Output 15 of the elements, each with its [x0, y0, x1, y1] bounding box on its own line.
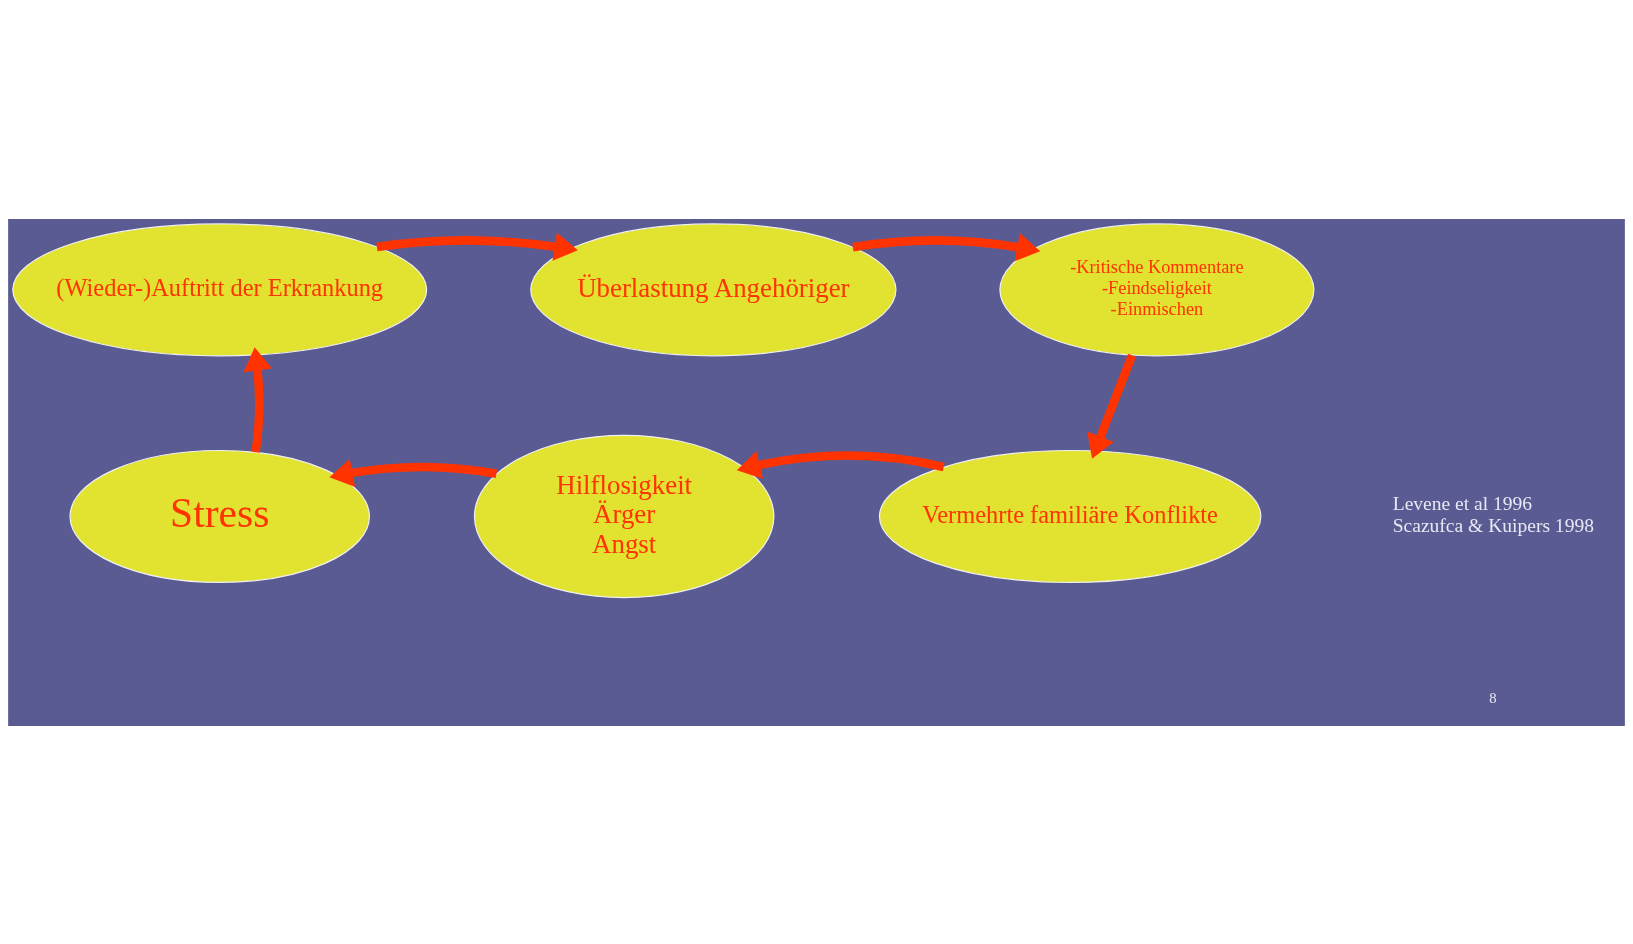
- arrow: [329, 458, 498, 487]
- node-ellipse: Stress: [69, 449, 371, 583]
- label: Levene et al 1996: [1392, 492, 1533, 514]
- node-ellipse: Vermehrte familiäre Konflikte: [878, 449, 1262, 583]
- label: Scazufca & Kuipers 1998: [1392, 514, 1594, 536]
- node-ellipse: (Wieder-)Auftritt der Erkrankung: [12, 222, 428, 356]
- label: 8: [1489, 689, 1497, 706]
- node-ellipse: -Kritische Kommentare -Feindseligkeit -Einmischen: [999, 222, 1315, 356]
- arrow: [1087, 353, 1136, 459]
- arrow: [243, 346, 272, 453]
- arrow: [376, 231, 578, 261]
- arrow: [852, 232, 1041, 261]
- node-ellipse: Hilflosigkeit Ärger Angst: [473, 434, 775, 598]
- node-ellipse: Überlastung Angehöriger: [530, 222, 897, 356]
- arrow: [736, 450, 945, 479]
